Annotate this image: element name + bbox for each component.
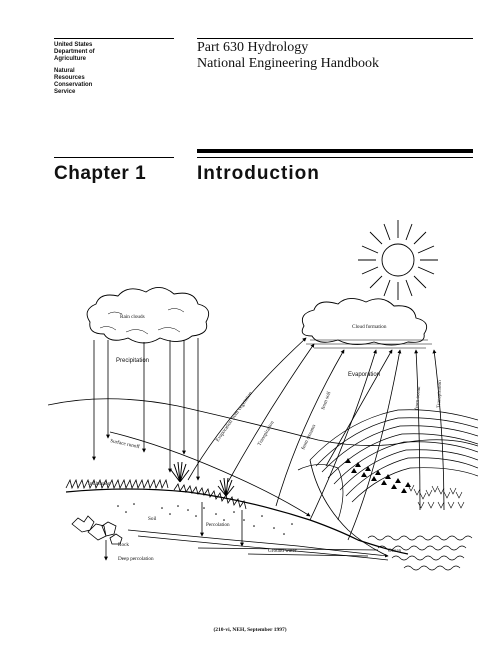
from-streams-label: from streams <box>299 423 317 451</box>
dept-line-3: Agriculture <box>54 56 87 62</box>
ground-water-label: Ground water <box>268 548 297 554</box>
tree-marks <box>345 458 411 493</box>
ground-surface <box>65 478 409 555</box>
service-line-1: Natural <box>54 68 75 74</box>
service-line-4: Service <box>54 89 76 95</box>
agency-block: United States Department of Agriculture … <box>54 42 164 96</box>
header-rule-left <box>54 38 174 39</box>
chapter-rule-left <box>54 157 174 158</box>
rock-icon <box>71 515 123 545</box>
infiltration-label: Infiltration <box>88 480 111 487</box>
mountain-contours <box>297 409 478 521</box>
chapter-number: Chapter 1 <box>54 163 147 184</box>
sun-icon <box>358 220 438 300</box>
deep-percolation-label: Deep percolation <box>118 556 154 562</box>
footer-citation: (210-vi, NEH, September 1997) <box>213 627 287 633</box>
chapter-rule-thin <box>197 157 473 158</box>
chapter-title: Introduction <box>197 163 320 184</box>
evaporation-from-vegetation-label: Evaporation from vegetation <box>214 390 254 443</box>
header-rule-right <box>197 38 473 39</box>
service-line-3: Conservation <box>54 82 93 88</box>
precipitation-label: Precipitation <box>116 358 149 364</box>
part-title: Part 630 Hydrology <box>197 40 309 55</box>
handbook-title: National Engineering Handbook <box>197 56 379 71</box>
ocean-waves <box>367 535 473 571</box>
transpiration-label-1: Transpiration <box>257 420 276 447</box>
rain-clouds-label: Rain clouds <box>120 314 145 320</box>
chapter-rule-thick <box>197 149 473 153</box>
evaporation-label: Evaporation <box>348 372 380 378</box>
plant-icon <box>170 461 235 497</box>
ground-water-lines <box>127 529 389 561</box>
stream-line <box>309 459 389 557</box>
percolation-arrows <box>200 502 244 547</box>
rain-cloud-icon: Rain clouds <box>86 287 210 344</box>
evaporation-arrows <box>187 337 445 541</box>
hydrologic-cycle-diagram: Rain clouds Cloud formation Precipitatio… <box>48 220 478 571</box>
handbook-title-block: Part 630 Hydrology National Engineering … <box>197 40 379 72</box>
percolation-label: Percolation <box>206 522 230 528</box>
transpiration-label-2: Transpiration <box>436 380 443 408</box>
surface-runoff-arrow <box>109 431 311 517</box>
forest-marks <box>407 484 465 509</box>
soil-label: Soil <box>148 516 157 522</box>
from-ocean-label: from ocean <box>413 386 422 410</box>
service-line-2: Resources <box>54 75 85 81</box>
ocean-label: Ocean <box>388 548 402 554</box>
formation-cloud-icon: Cloud formation <box>301 298 432 349</box>
soil-dots <box>117 503 293 535</box>
rock-label: Rock <box>118 542 129 548</box>
precipitation-arrows <box>92 338 200 481</box>
dept-line-2: Department of <box>54 49 95 55</box>
dept-line-1: United States <box>54 42 93 48</box>
from-soil-label: from soil <box>319 390 332 411</box>
cloud-formation-label: Cloud formation <box>352 323 387 330</box>
